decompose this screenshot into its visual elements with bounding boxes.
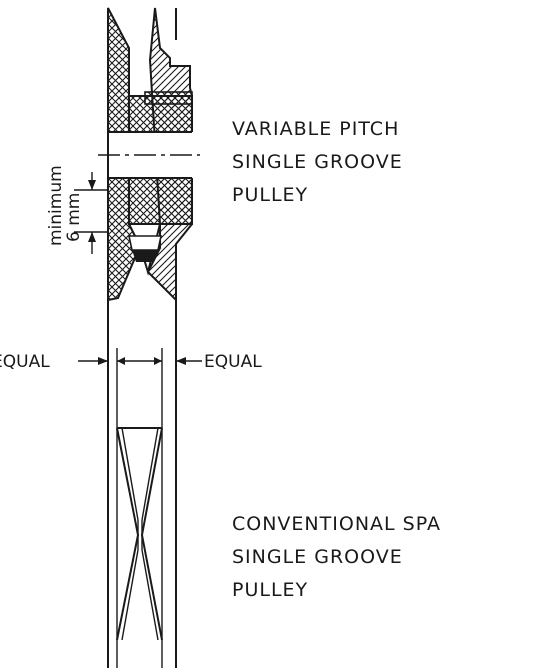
conventional-title: CONVENTIONAL SPA SINGLE GROOVE PULLEY [232,513,441,601]
six-mm-label: 6 mm [64,193,84,242]
svg-text:SINGLE GROOVE: SINGLE GROOVE [232,546,403,568]
equal-left-label: EQUAL [0,352,50,372]
svg-text:SINGLE GROOVE: SINGLE GROOVE [232,151,403,173]
minimum-dimension: minimum 6 mm [46,165,108,254]
equal-dimensions: EQUAL EQUAL [0,352,262,372]
svg-text:VARIABLE PITCH: VARIABLE PITCH [232,118,399,140]
rim-outline [107,300,177,668]
equal-right-label: EQUAL [204,352,262,372]
conventional-pulley [116,427,163,641]
svg-text:CONVENTIONAL SPA: CONVENTIONAL SPA [232,513,441,535]
svg-text:PULLEY: PULLEY [232,184,308,206]
belt-section [132,250,158,262]
minimum-label: minimum [46,165,66,246]
hub-step [144,91,193,105]
variable-pitch-pulley [98,7,200,303]
variable-pitch-title: VARIABLE PITCH SINGLE GROOVE PULLEY [232,118,403,206]
svg-text:PULLEY: PULLEY [232,579,308,601]
